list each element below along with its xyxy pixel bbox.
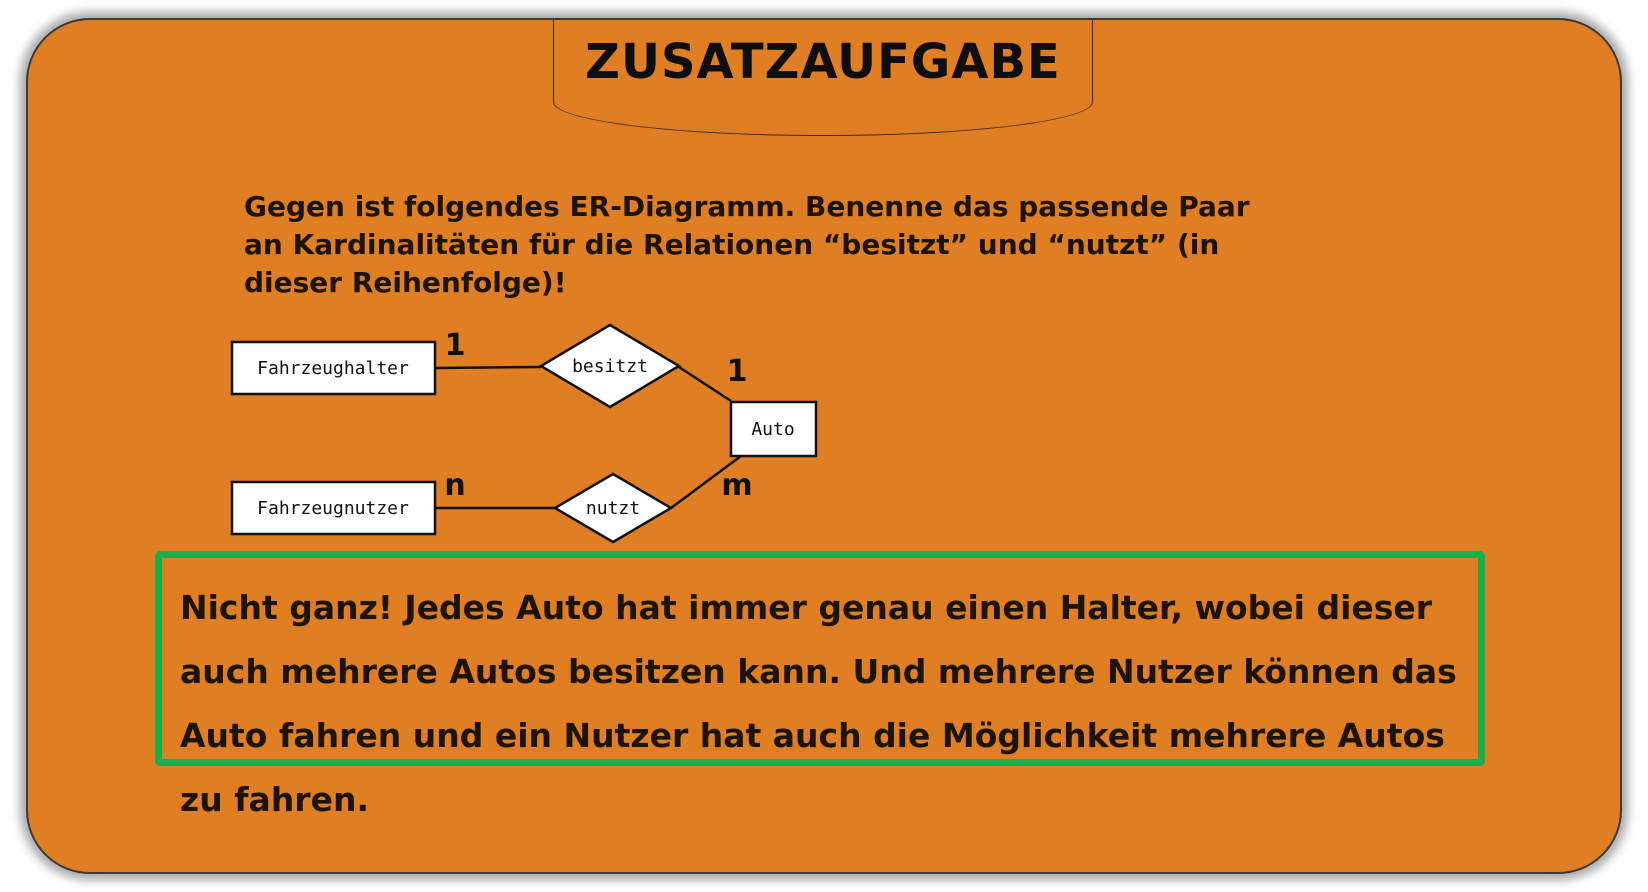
line-besitzt-auto	[678, 365, 732, 403]
question-text: Gegen ist folgendes ER-Diagramm. Benenne…	[244, 190, 1250, 299]
relation-label-besitzt: besitzt	[572, 356, 648, 377]
line-nutzt-auto	[670, 454, 742, 510]
entity-label-fahrzeughalter: Fahrzeughalter	[257, 358, 409, 379]
title-tab: ZUSATZAUFGABE	[553, 20, 1093, 136]
line-halter-besitzt	[434, 365, 542, 370]
feedback-box: Nicht ganz! Jedes Auto hat immer genau e…	[155, 551, 1485, 819]
cardinality-nutzer: n	[444, 468, 465, 503]
page-title: ZUSATZAUFGABE	[585, 34, 1061, 90]
entity-fahrzeugnutzer	[230, 480, 437, 536]
cardinality-halter: 1	[445, 328, 466, 363]
entity-label-auto: Auto	[751, 419, 794, 440]
entity-auto	[729, 400, 818, 458]
cardinality-besitzt-auto: 1	[727, 354, 748, 389]
relation-besitzt	[538, 323, 682, 409]
entity-fahrzeughalter	[230, 340, 437, 396]
relation-nutzt	[552, 472, 674, 544]
feedback-text: Nicht ganz! Jedes Auto hat immer genau e…	[180, 588, 1457, 819]
task-card: ZUSATZAUFGABE	[26, 18, 1622, 874]
cardinality-nutzt-auto: m	[721, 468, 752, 503]
entity-label-fahrzeugnutzer: Fahrzeugnutzer	[257, 498, 409, 519]
relation-label-nutzt: nutzt	[586, 498, 640, 519]
